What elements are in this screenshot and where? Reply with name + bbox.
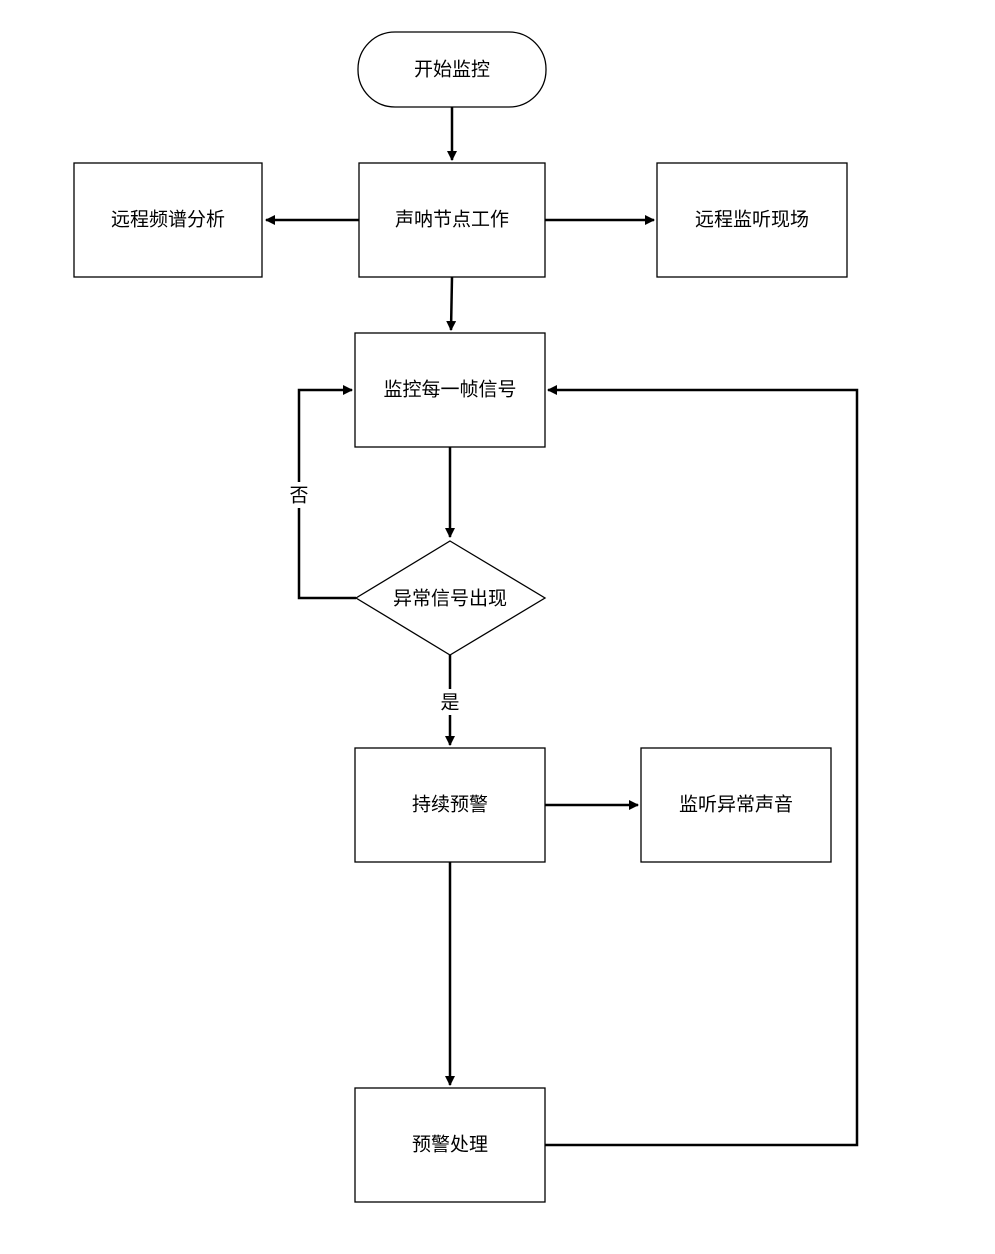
node-sonar: 声呐节点工作 [358,162,546,278]
edge-no-label-bg [287,482,311,508]
edge-yes-label-bg [438,689,462,715]
node-spectrum-label: 远程频谱分析 [111,209,225,231]
node-monitor-label: 监控每一帧信号 [383,379,516,401]
edge-handle-to-monitor [545,385,859,1147]
node-decision-label: 异常信号出现 [393,588,507,610]
node-listen-site-label: 远程监听现场 [695,209,809,231]
node-listen-site: 远程监听现场 [656,162,848,278]
node-monitor: 监控每一帧信号 [354,332,546,448]
node-handle: 预警处理 [354,1087,546,1203]
node-sonar-label: 声呐节点工作 [395,209,509,231]
node-handle-label: 预警处理 [412,1134,488,1156]
node-decision: 异常信号出现 [354,540,547,656]
node-listen-abnormal-label: 监听异常声音 [679,794,793,816]
node-start: 开始监控 [357,31,547,108]
node-listen-abnormal: 监听异常声音 [640,747,832,863]
edge-no-label: 否 [289,485,308,507]
edge-yes-label: 是 [440,692,459,714]
node-alarm-label: 持续预警 [412,794,488,816]
node-alarm: 持续预警 [354,747,546,863]
node-spectrum: 远程频谱分析 [73,162,263,278]
node-start-label: 开始监控 [414,59,490,81]
edge-sonar-to-monitor [446,276,457,331]
